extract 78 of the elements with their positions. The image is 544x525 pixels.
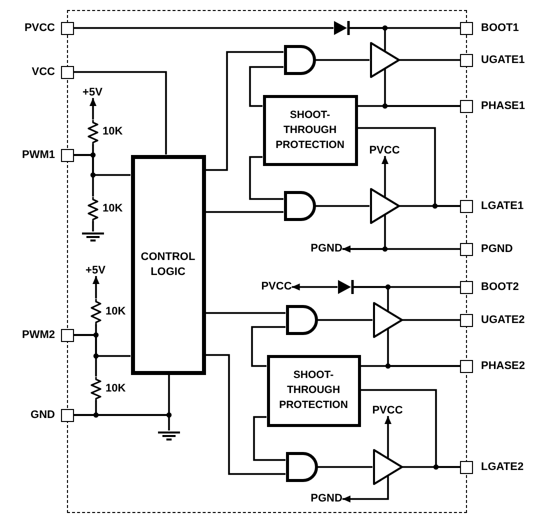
pin-label: GND [30,408,55,422]
pin-label: PVCC [24,21,55,35]
diode-symbol [338,278,354,294]
ground-symbol [158,430,180,440]
pin-label: UGATE1 [481,53,525,67]
wire [206,211,284,213]
resistor-symbol [86,196,98,222]
buffer-symbol [372,448,402,484]
pin-label: PGND [481,242,513,256]
supply-label: PVCC [261,281,292,292]
wire [92,222,94,232]
logic-block: CONTROL LOGIC [130,154,206,374]
resistor-value: 10K [102,126,123,138]
pin-label: BOOT1 [481,21,519,35]
supply-label: PVCC [372,405,403,416]
wire [316,205,370,207]
arrow [92,276,100,298]
buffer-symbol [370,42,400,78]
wire [253,416,286,461]
supply-label: +5V [86,265,106,276]
wire [74,71,167,154]
pin-label: UGATE2 [481,313,525,327]
ground-label: PGND [310,243,342,254]
arrow [342,475,389,502]
resistor-value: 10K [102,204,123,214]
pin-label: LGATE2 [481,460,524,474]
wire [402,319,460,321]
wire [206,354,286,475]
wire [206,51,284,171]
wire [74,414,170,430]
resistor-symbol [90,376,102,400]
wire [360,389,460,468]
ground-symbol [82,232,104,242]
wire [384,68,460,107]
resistor-symbol [90,298,102,324]
and-gate-symbol [286,452,318,482]
and-gate-symbol [284,44,316,74]
arrow [382,156,388,197]
wire [354,286,389,311]
buffer-symbol [370,188,400,224]
resistor-value: 10K [106,383,126,394]
arrow [384,416,392,458]
wire [318,466,372,468]
resistor-value: 10K [106,306,126,317]
chip-outline [67,10,467,513]
wire [249,156,284,200]
pin-label: BOOT2 [481,280,519,294]
ground-label: PGND [310,493,342,504]
wire [74,27,334,29]
pin-label: PHASE1 [481,99,526,113]
pin-label: PWM1 [22,148,55,162]
buffer-symbol [372,302,402,338]
wire [318,319,372,321]
protection-block: SHOOT-THROUGH PROTECTION [262,94,358,166]
resistor-symbol [86,120,98,144]
pin-label: LGATE1 [481,199,524,213]
diode-symbol [334,20,350,36]
pin-label: PWM2 [22,328,55,342]
arrow [292,284,338,290]
and-gate-symbol [286,304,318,334]
wire [350,27,386,51]
wire [249,66,284,107]
wire [74,334,130,357]
wire [74,154,130,176]
wire [251,326,286,367]
wire [387,328,460,367]
supply-label: +5V [82,87,102,98]
wire [206,312,286,314]
pin-label: VCC [32,65,55,79]
supply-label: PVCC [369,145,400,156]
and-gate-symbol [284,190,316,220]
wire [400,59,460,61]
wire [358,127,460,207]
wire [316,59,370,61]
arrow [90,98,96,120]
arrow [342,246,460,252]
pin-label: PHASE2 [481,359,526,373]
protection-block: SHOOT-THROUGH PROTECTION [266,354,360,426]
